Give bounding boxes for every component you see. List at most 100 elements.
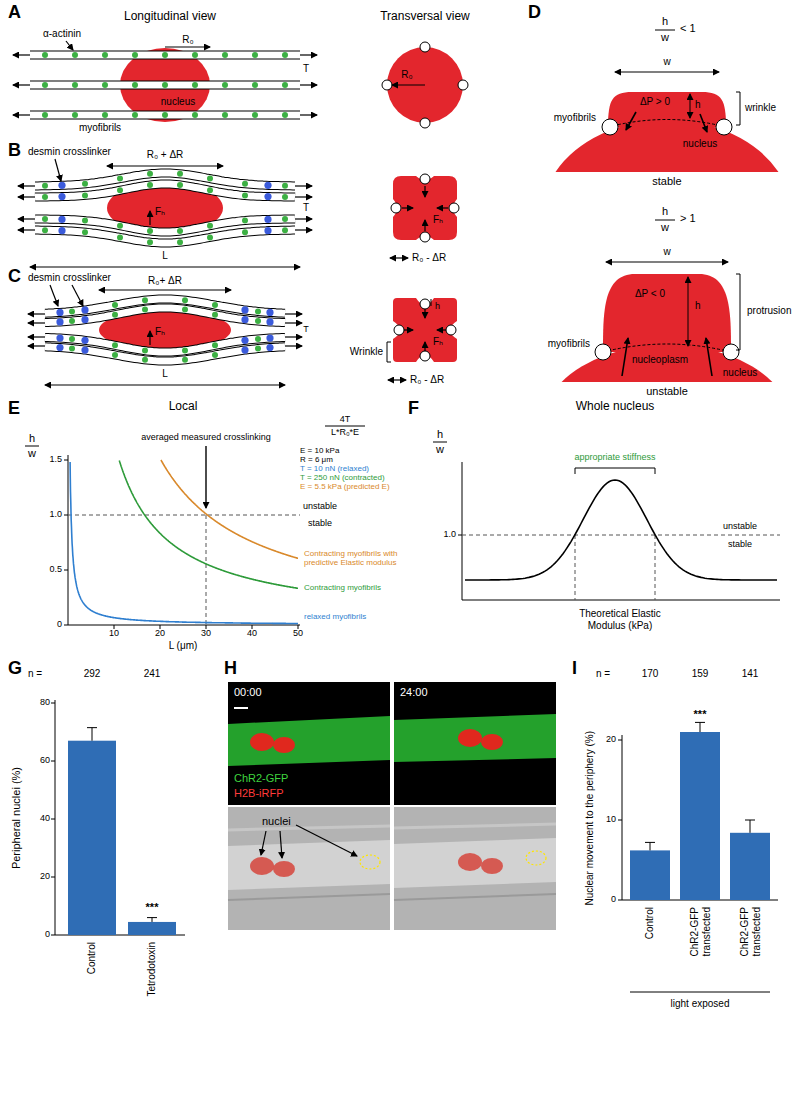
axis-line [622,735,623,900]
arrow [165,46,210,47]
sample-size: n = [596,668,610,680]
alpha-actinin-dot [242,229,248,235]
myofibril-outline [45,347,285,361]
axis-line [462,462,463,600]
arrow [706,338,712,376]
axis-title: h [437,428,443,441]
panel-letter: B [8,140,21,161]
axis-tick: 10 [109,628,119,638]
bar [630,850,670,900]
myofibril-section [602,119,618,135]
arrow [28,322,45,323]
dimension-label: h [695,300,701,312]
alpha-actinin-dot [282,194,288,200]
panel-title: Whole nucleus [576,400,655,414]
part-label: myofibrils [554,112,596,124]
alpha-actinin-dot [255,346,261,352]
axis-title: w [28,447,36,460]
parameter-label: T = 250 nN (contracted) [300,473,385,482]
dimension-label: R₀ + ΔR [147,149,184,161]
fraction-line [433,442,447,443]
error-bar [152,918,153,922]
myofibril-section [420,118,430,128]
alpha-actinin-dot [207,187,213,193]
nucleus-overlay [273,861,295,877]
arrow [149,211,150,225]
myofibril-section [458,80,468,90]
alpha-actinin-dot [255,318,261,324]
axis-line [68,625,300,626]
alpha-actinin-dot [112,352,118,358]
alpha-actinin-dot [142,348,148,354]
alpha-actinin-dot [72,82,78,88]
axis-tick: 40 [40,813,50,823]
dimension-label: R₀ - ΔR [412,252,446,264]
alpha-actinin-dot [117,223,123,229]
alpha-actinin-dot [162,112,168,118]
dimension-arrow [99,289,231,290]
myofibril-outline [30,111,300,120]
force-label: Fₕ [155,326,165,338]
nucleus-overlay [250,857,274,875]
part-label: protrusion [747,305,791,317]
alpha-actinin-dot [222,112,228,118]
parameter-label: E = 5.5 kPa (predicted E) [300,482,390,491]
dimension-label: h [435,301,440,311]
arrow [13,84,30,85]
sample-size: 292 [84,668,101,680]
part-label: nuclei [262,815,291,828]
alpha-actinin-dot [212,352,218,358]
parameter-label: E = 10 kPa [300,446,339,455]
arrow [28,336,45,337]
error-bar [700,722,701,732]
alpha-actinin-dot [162,52,168,58]
axis-title: L (μm) [169,640,198,652]
axis-tick: 0.5 [49,564,62,574]
dashed-contour [603,344,731,352]
myofibril-section [391,203,401,213]
axis-tick: 0 [57,619,62,629]
alpha-actinin-dot [82,229,88,235]
alpha-actinin-dot [102,82,108,88]
alpha-actinin-dot [222,82,228,88]
myofibril-section [716,119,732,135]
brightfield-image [228,807,390,930]
myofibril-outline [35,184,295,197]
state-label: stable [652,175,681,188]
alpha-actinin-dot [282,52,288,58]
alpha-actinin-dot [102,112,108,118]
fluorescence-image [394,682,556,805]
axis-tick-mark [618,740,622,741]
arrow [72,285,83,306]
myofibril-section [420,42,430,52]
arrow [622,338,628,376]
axis-tick: 20 [606,734,616,744]
desmin-dot [81,316,88,323]
fiber-line [394,894,556,900]
fiber-line [228,894,390,900]
bracket [736,92,740,125]
state-label: unstable [646,385,688,398]
alpha-actinin-dot [192,82,198,88]
timestamp: 00:00 [234,686,262,699]
fraction-part: w [661,221,669,234]
desmin-dot [241,306,248,313]
alpha-actinin-dot [252,52,258,58]
axis-tick: 20 [40,871,50,881]
alpha-actinin-dot [255,308,261,314]
category-label: Control [644,907,656,939]
arrow [50,285,58,306]
arrow [437,329,446,330]
nucleus-outline [360,855,380,869]
nucleus-rfp [273,737,295,753]
desmin-dot [266,309,273,316]
desmin-dot [264,216,271,223]
myofibril-section [420,232,430,242]
alpha-actinin-dot [162,82,168,88]
force-label: Fₕ [433,336,443,348]
alpha-actinin-dot [82,192,88,198]
myofibril-section [420,299,430,309]
alpha-actinin-dot [147,239,153,245]
alpha-actinin-dot [117,187,123,193]
panel-title: Longitudinal view [124,10,216,24]
